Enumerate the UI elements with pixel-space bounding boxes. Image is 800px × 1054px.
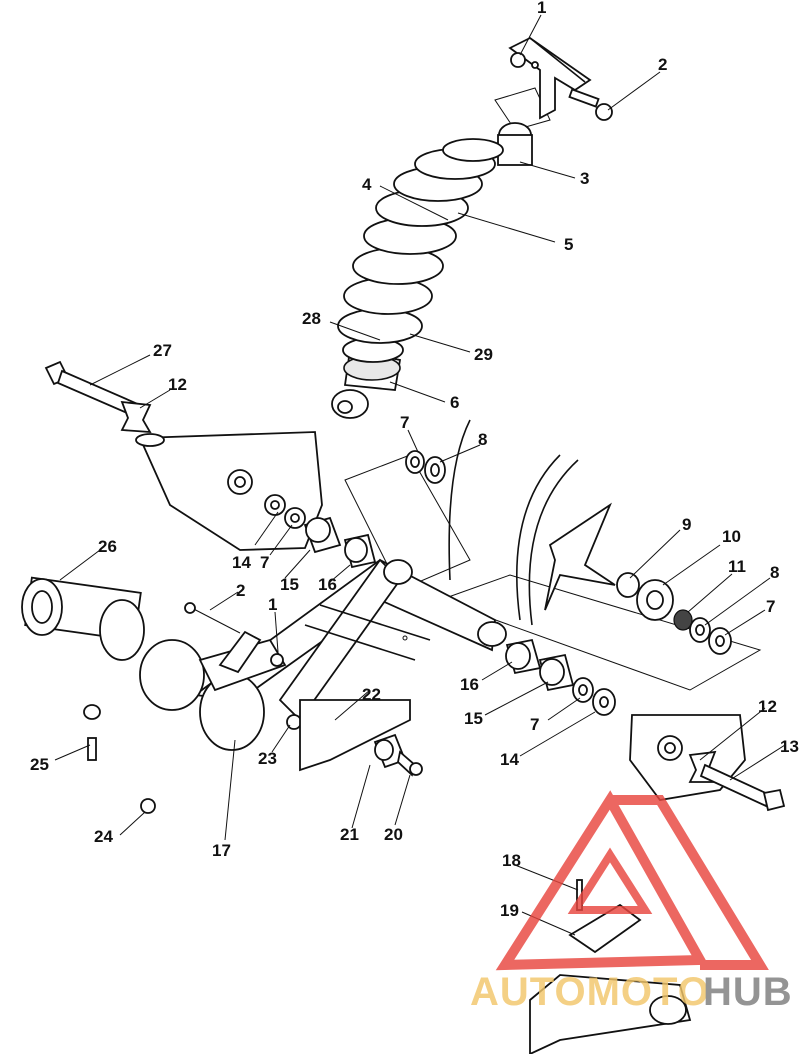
callout-13: 13 <box>780 737 799 756</box>
callout-12b: 12 <box>758 697 777 716</box>
callout-8b: 8 <box>770 563 779 582</box>
callout-3: 3 <box>580 169 589 188</box>
callout-28: 28 <box>302 309 321 328</box>
callout-1a: 1 <box>537 0 546 17</box>
callout-14b: 14 <box>500 750 519 769</box>
callout-7b: 7 <box>260 553 269 572</box>
callout-9: 9 <box>682 515 691 534</box>
shock-absorber <box>331 122 533 419</box>
callout-24: 24 <box>94 827 113 846</box>
callout-7c: 7 <box>766 597 775 616</box>
background-plates <box>344 87 762 691</box>
callout-20: 20 <box>384 825 403 844</box>
callout-4: 4 <box>362 175 372 194</box>
left-mount-plate <box>135 431 323 551</box>
callout-10: 10 <box>722 527 741 546</box>
callout-17: 17 <box>212 841 231 860</box>
callout-15b: 15 <box>464 709 483 728</box>
callout-5: 5 <box>564 235 573 254</box>
leader-lines <box>54 14 786 936</box>
callout-27: 27 <box>153 341 172 360</box>
watermark-text-automoto: AUTOMOTO <box>470 970 710 1014</box>
callout-6: 6 <box>450 393 459 412</box>
bolt-and-star-washer-upper <box>44 360 152 434</box>
callout-1b: 1 <box>268 595 277 614</box>
upper-mount-bracket <box>508 36 613 121</box>
callout-14a: 14 <box>232 553 251 572</box>
callout-21: 21 <box>340 825 359 844</box>
automotohub-watermark: AUTOMOTO HUB <box>470 790 793 1014</box>
callout-12a: 12 <box>168 375 187 394</box>
callout-26: 26 <box>98 537 117 556</box>
callout-15a: 15 <box>280 575 299 594</box>
watermark-text-hub: HUB <box>703 970 793 1014</box>
callout-2b: 2 <box>236 581 245 600</box>
callout-19: 19 <box>500 901 519 920</box>
washers-upper <box>264 450 446 529</box>
bottom-bracket <box>529 879 692 1054</box>
callout-11: 11 <box>728 557 746 576</box>
callout-7a: 7 <box>400 413 409 432</box>
callout-2a: 2 <box>658 55 667 74</box>
callout-8a: 8 <box>478 430 487 449</box>
callout-16b: 16 <box>460 675 479 694</box>
callout-numbers: 1 2 3 4 5 28 29 6 27 12 7 8 14 7 26 15 1… <box>30 0 799 920</box>
rear-axle-assembly <box>21 576 287 751</box>
callout-25: 25 <box>30 755 49 774</box>
callout-22: 22 <box>362 685 381 704</box>
callout-7d: 7 <box>530 715 539 734</box>
right-side-components <box>544 502 732 655</box>
lower-hardware <box>83 699 423 814</box>
watermark-logo-icon <box>495 790 769 971</box>
bushings-front <box>303 516 616 716</box>
callout-16a: 16 <box>318 575 337 594</box>
callout-18: 18 <box>502 851 521 870</box>
callout-29: 29 <box>474 345 493 364</box>
right-mount-plate <box>629 714 786 812</box>
callout-23: 23 <box>258 749 277 768</box>
